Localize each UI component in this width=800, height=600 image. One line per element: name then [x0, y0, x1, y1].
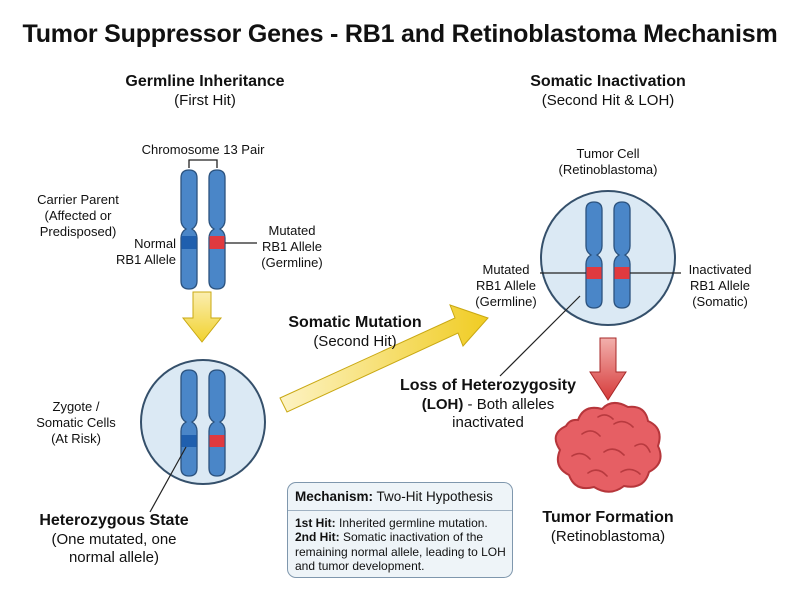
- inactivated-allele-line1: Inactivated: [688, 262, 752, 277]
- cell-icon: [540, 190, 676, 326]
- carrier-parent-line1: Carrier Parent: [37, 192, 119, 207]
- chromosome-pair-bracket: [188, 159, 218, 168]
- tumor-formation-label: Tumor Formation (Retinoblastoma): [520, 508, 696, 546]
- heterozygous-line1: (One mutated, one: [51, 530, 177, 548]
- tumor-cell-label: Tumor Cell (Retinoblastoma): [548, 146, 668, 178]
- inactivated-allele-line3: (Somatic): [692, 293, 748, 309]
- loh-line1: Loss of Heterozygosity: [399, 377, 577, 394]
- arrow-icon: [181, 291, 223, 343]
- chromosome-icon: [613, 201, 631, 309]
- heterozygous-line2: normal allele): [68, 548, 160, 566]
- loh-label: Loss of Heterozygosity (LOH) - Both alle…: [398, 376, 578, 432]
- mechanism-header: Mechanism: Two-Hit Hypothesis: [295, 489, 493, 504]
- zygote-line1: Zygote /: [52, 399, 100, 414]
- tumor-mutated-allele-line1: Mutated: [482, 262, 530, 277]
- mutated-allele-label: Mutated RB1 Allele (Germline): [252, 223, 332, 271]
- heterozygous-state-label: Heterozygous State (One mutated, one nor…: [20, 511, 208, 567]
- somatic-mutation-heading: Somatic Mutation: [288, 314, 422, 331]
- germline-heading: Germline Inheritance: [125, 73, 285, 90]
- chromosome-icon: [585, 201, 603, 309]
- somatic-subheading: (Second Hit & LOH): [541, 92, 675, 109]
- chromosome-icon: [208, 369, 226, 477]
- tumor-mutated-allele-line2: RB1 Allele: [476, 277, 536, 293]
- somatic-mutation-label: Somatic Mutation (Second Hit): [280, 313, 430, 351]
- carrier-parent-line2: (Affected or: [44, 207, 112, 223]
- leader-line: [499, 295, 581, 377]
- hit1-label: 1st Hit:: [295, 516, 336, 530]
- hit2-label: 2nd Hit:: [295, 530, 340, 545]
- page-title: Tumor Suppressor Genes - RB1 and Retinob…: [22, 20, 778, 48]
- hit1-line: 1st Hit: Inherited germline mutation.: [295, 516, 509, 530]
- normal-allele-line1: Normal: [134, 236, 176, 251]
- tumor-cell-line2: (Retinoblastoma): [558, 161, 658, 177]
- arrow-icon: [589, 337, 627, 401]
- tumor-icon: [554, 402, 662, 493]
- hit1-text: Inherited germline mutation.: [335, 516, 488, 530]
- normal-allele-label: Normal RB1 Allele: [96, 236, 176, 268]
- loh-line3: inactivated: [452, 413, 524, 431]
- mechanism-label: Mechanism:: [295, 489, 374, 504]
- leader-line: [149, 446, 187, 513]
- hit2-text: Somatic inactivation of the remaining no…: [295, 530, 506, 574]
- inactivated-allele-label: Inactivated RB1 Allele (Somatic): [678, 262, 762, 310]
- loh-abbrev: (LOH): [421, 395, 464, 413]
- chromosome-pair-label: Chromosome 13 Pair: [141, 142, 265, 157]
- cell-icon: [140, 359, 266, 485]
- arrow-icon: [279, 304, 489, 413]
- somatic-heading: Somatic Inactivation: [530, 73, 686, 90]
- tumor-mutated-allele-label: Mutated RB1 Allele (Germline): [466, 262, 546, 310]
- loh-line2-rest: - Both alleles: [463, 395, 555, 413]
- callout-divider: [288, 510, 512, 511]
- somatic-mutation-subheading: (Second Hit): [313, 332, 397, 350]
- mechanism-value: Two-Hit Hypothesis: [373, 489, 493, 504]
- zygote-line2: Somatic Cells: [36, 414, 116, 430]
- mechanism-callout: Mechanism: Two-Hit Hypothesis 1st Hit: I…: [287, 482, 513, 578]
- chromosome-icon: [208, 169, 226, 290]
- tumor-formation-subheading: (Retinoblastoma): [550, 527, 666, 545]
- mutated-allele-line1: Mutated: [268, 223, 316, 238]
- inactivated-allele-line2: RB1 Allele: [690, 277, 750, 293]
- zygote-label: Zygote / Somatic Cells (At Risk): [26, 399, 126, 447]
- loh-line2: (LOH) - Both alleles: [398, 396, 578, 414]
- chromosome-icon: [180, 169, 198, 290]
- carrier-parent-label: Carrier Parent (Affected or Predisposed): [20, 192, 136, 240]
- tumor-cell-line1: Tumor Cell: [576, 146, 640, 161]
- tumor-formation-heading: Tumor Formation: [542, 509, 674, 526]
- tumor-mutated-allele-line3: (Germline): [475, 293, 537, 309]
- normal-allele-line2: RB1 Allele: [116, 251, 176, 267]
- zygote-line3: (At Risk): [51, 430, 101, 446]
- germline-subheading: (First Hit): [174, 92, 236, 109]
- mutated-allele-line3: (Germline): [261, 254, 323, 270]
- hit2-line: 2nd Hit: Somatic inactivation of the rem…: [295, 530, 509, 573]
- carrier-parent-line3: Predisposed): [39, 223, 117, 239]
- mutated-allele-line2: RB1 Allele: [262, 238, 322, 254]
- mechanism-body: 1st Hit: Inherited germline mutation. 2n…: [295, 516, 509, 574]
- heterozygous-heading: Heterozygous State: [39, 512, 189, 529]
